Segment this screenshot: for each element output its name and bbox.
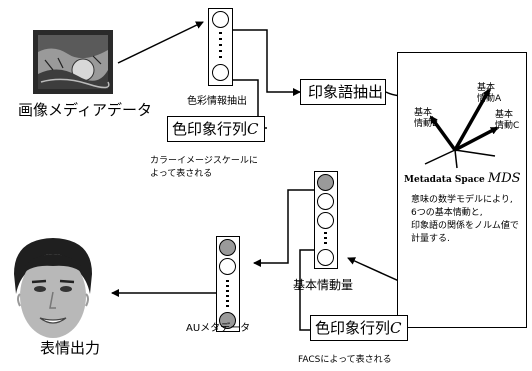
color-matrix-top-note-1: カラーイメージスケールに: [150, 156, 258, 166]
axis-c-label-1: 基本: [495, 110, 514, 120]
color-matrix-top-label: 色印象行列: [172, 120, 248, 138]
emotion-circle-4: [317, 249, 334, 266]
au-circle-1: [219, 239, 236, 256]
axis-a-label-1: 基本: [477, 83, 496, 93]
mds-axes: [424, 88, 499, 169]
emotion-amount-label: 基本情動量: [293, 278, 354, 292]
line-emotion-to-matrix: [299, 249, 314, 331]
au-metadata-label: AUメタデータ: [186, 323, 251, 334]
line-column-to-impression: [232, 29, 301, 96]
axis-c-label-2: 情動C: [495, 121, 520, 131]
au-circle-2: [219, 258, 236, 275]
column-ellipsis: [219, 32, 222, 60]
au-ellipsis: [226, 280, 229, 308]
impression-extract-box: [300, 79, 386, 105]
emotion-ellipsis: [324, 232, 327, 246]
mds-panel: [397, 52, 527, 328]
media-image: [33, 30, 113, 94]
mds-title: Metadata Space: [404, 175, 485, 185]
emotion-circle-3: [317, 212, 334, 229]
mds-title-row: Metadata Space MDS: [404, 172, 521, 185]
au-circle-3: [219, 312, 236, 329]
axis-b-label-1: 基本: [414, 108, 433, 118]
mds-desc-1: 意味の数学モデルにより,: [411, 195, 513, 205]
column-circle-top: [212, 11, 229, 28]
mds-desc-3: 印象語の関係をノルム値で: [411, 221, 519, 231]
impression-extract-label: 印象語抽出: [308, 83, 384, 101]
image-media-label: 画像メディアデータ: [18, 101, 152, 119]
color-matrix-top-note-2: よって表される: [150, 169, 213, 179]
axis-b-arrow: [429, 115, 457, 152]
color-matrix-bottom-symbol: C: [390, 319, 402, 337]
color-matrix-bottom-note: FACSによって表される: [298, 355, 392, 365]
mds-title-symbol: MDS: [487, 171, 521, 186]
color-matrix-bottom-label: 色印象行列: [315, 319, 391, 337]
axis-e-line: [454, 149, 496, 157]
color-matrix-box-bottom: [310, 315, 408, 341]
axis-a-label-2: 情動A: [477, 94, 502, 104]
axis-a-arrow: [453, 88, 491, 151]
axis-d-line: [424, 149, 456, 165]
color-extract-label: 色彩情報抽出: [187, 96, 247, 107]
color-matrix-box-top: [167, 116, 265, 142]
expression-output-label: 表情出力: [40, 339, 101, 357]
column-circle-bottom: [212, 64, 229, 81]
mds-desc-2: 6つの基本情動と,: [411, 208, 483, 218]
axis-f-line: [454, 149, 458, 169]
mds-desc-4: 計量する.: [411, 234, 450, 244]
emotion-circle-2: [317, 193, 334, 210]
emotion-circle-1: [317, 174, 334, 191]
axis-b-label-2: 情動B: [414, 119, 439, 129]
axis-c-arrow: [454, 126, 499, 152]
arrow-image-to-color-column: [117, 21, 204, 64]
arrow-emotion-to-au: [253, 189, 314, 267]
color-matrix-top-symbol: C: [247, 120, 259, 138]
face-image: [14, 238, 92, 338]
